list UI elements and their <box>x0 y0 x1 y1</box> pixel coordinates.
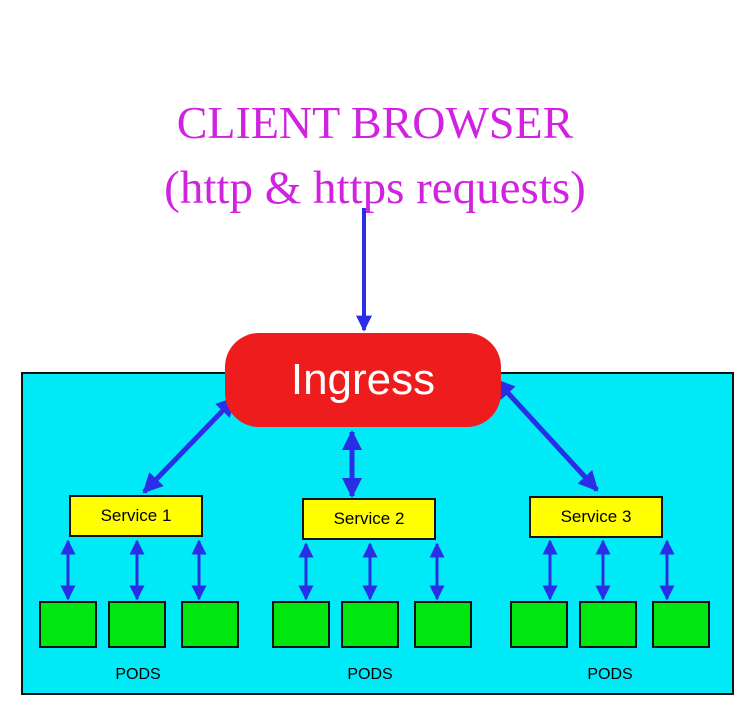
arrow-ingress-to-service-3 <box>494 378 599 492</box>
service-1-node: Service 1 <box>69 495 203 537</box>
pod-1-3 <box>181 601 239 648</box>
client-request-subtitle: (http & https requests) <box>164 162 586 214</box>
ingress-node: Ingress <box>225 333 501 427</box>
pod-2-3 <box>414 601 472 648</box>
pods-label-3: PODS <box>587 666 633 683</box>
service-2-node: Service 2 <box>302 498 436 540</box>
pod-2-1 <box>272 601 330 648</box>
pod-1-1 <box>39 601 97 648</box>
pods-label-2: PODS <box>347 666 393 683</box>
pod-3-3 <box>652 601 710 648</box>
pod-1-2 <box>108 601 166 648</box>
pod-3-2 <box>579 601 637 648</box>
pod-3-1 <box>510 601 568 648</box>
pods-label-1: PODS <box>115 666 161 683</box>
client-browser-title: CLIENT BROWSER <box>176 97 574 148</box>
pod-2-2 <box>341 601 399 648</box>
arrow-ingress-to-service-1 <box>142 396 237 494</box>
service-3-node: Service 3 <box>529 496 663 538</box>
